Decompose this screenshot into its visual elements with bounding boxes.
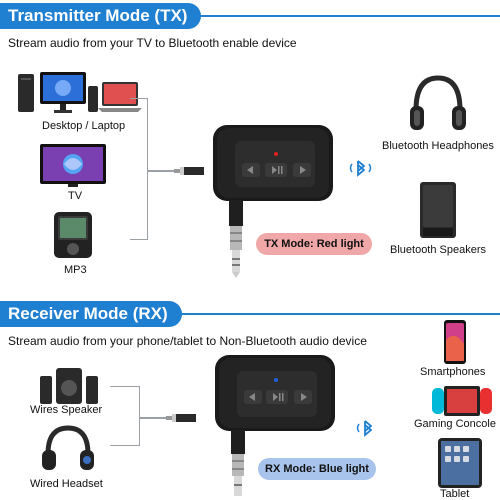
rx-source-label-smartphones: Smartphones	[420, 366, 486, 378]
tablet-icon	[438, 438, 482, 488]
output-connector-line	[140, 417, 166, 419]
next-button-icon	[293, 163, 311, 177]
transmitter-title-bar: Transmitter Mode (TX)	[0, 2, 500, 30]
receiver-title: Receiver Mode (RX)	[0, 301, 182, 327]
rx-output-label-headset: Wired Headset	[30, 478, 103, 490]
desktop-laptop-icon	[18, 72, 142, 113]
title-divider	[0, 313, 500, 315]
rx-source-label-tablet: Tablet	[440, 488, 470, 500]
output-bracket	[110, 386, 140, 446]
rx-output-label-speaker: Wires Speaker	[30, 404, 103, 416]
tx-mode-indicator: TX Mode: Red light	[256, 233, 372, 255]
smartphone-icon	[444, 320, 466, 364]
wired-speaker-icon	[40, 368, 98, 404]
next-button-icon	[294, 390, 312, 404]
mp3-player-icon	[54, 212, 92, 258]
tv-icon	[40, 144, 106, 187]
source-label-tv: TV	[68, 190, 83, 202]
bluetooth-icon	[356, 420, 373, 437]
output-label-headphones: Bluetooth Headphones	[382, 140, 494, 152]
wired-headset-icon	[42, 425, 94, 470]
transmitter-title: Transmitter Mode (TX)	[0, 3, 202, 29]
play-pause-button-icon	[266, 390, 288, 404]
receiver-section: Receiver Mode (RX) Stream audio from you…	[0, 290, 500, 500]
rx-source-label-gaming-console: Gaming Concole	[414, 418, 496, 430]
audio-jack-icon	[231, 430, 245, 496]
transmitter-section: Transmitter Mode (TX) Stream audio from …	[0, 2, 500, 278]
previous-button-icon	[242, 163, 260, 177]
bluetooth-icon	[349, 160, 372, 177]
audio-jack-icon	[229, 200, 243, 278]
bluetooth-speaker-icon	[420, 182, 456, 238]
receiver-title-bar: Receiver Mode (RX)	[0, 300, 500, 328]
receiver-subtitle: Stream audio from your phone/tablet to N…	[8, 334, 367, 348]
status-led-blue	[274, 378, 278, 382]
previous-button-icon	[244, 390, 262, 404]
source-connector-line	[148, 170, 176, 172]
rx-mode-indicator: RX Mode: Blue light	[258, 458, 376, 480]
play-pause-button-icon	[265, 163, 287, 177]
source-label-desktop: Desktop / Laptop	[42, 120, 126, 132]
gaming-console-icon	[432, 386, 492, 416]
output-label-speakers: Bluetooth Speakers	[390, 244, 487, 256]
source-bracket	[130, 98, 148, 240]
title-divider	[0, 15, 500, 17]
source-label-mp3: MP3	[64, 264, 87, 276]
aux-plug-icon	[166, 414, 196, 422]
transmitter-subtitle: Stream audio from your TV to Bluetooth e…	[8, 36, 297, 50]
status-led-red	[274, 152, 278, 156]
aux-plug-icon	[174, 167, 204, 175]
headphones-icon	[410, 75, 466, 130]
